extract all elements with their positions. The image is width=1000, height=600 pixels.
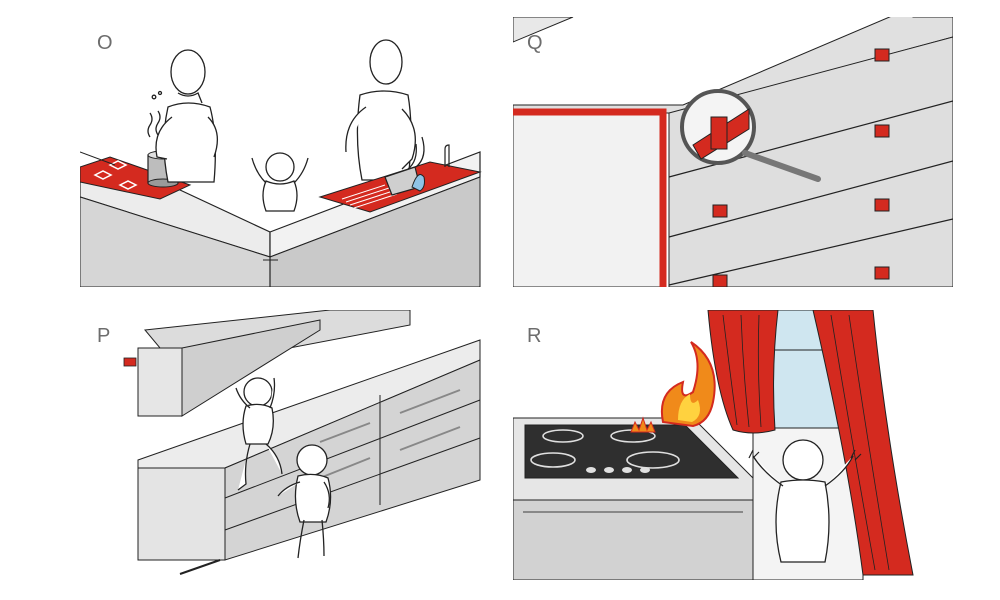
- panel-o-hot-stove-scene: [80, 17, 520, 287]
- child-figure-at-window: [748, 439, 862, 563]
- red-hot-hob-left: [80, 156, 192, 200]
- faucet-icon: [444, 144, 450, 167]
- child-figure-center: [251, 152, 309, 212]
- red-safety-edge-trim: [513, 108, 667, 287]
- base-cabinet-front: [224, 359, 481, 561]
- fire-flame-icon: [630, 341, 716, 433]
- drawer-handle-icons: [319, 389, 461, 479]
- burner-marks-icon: [93, 160, 138, 190]
- steam-icon: [147, 90, 163, 138]
- panel-r-illustration: [513, 310, 914, 580]
- control-knob-icons: [586, 467, 650, 473]
- panel-o-label: O: [97, 32, 113, 54]
- stove-glass-hob: [524, 424, 740, 479]
- panel-p-illustration: [123, 310, 481, 575]
- panel-q-label: Q: [527, 32, 543, 54]
- panel-r-label: R: [527, 325, 542, 347]
- panel-q-drawer-locks-scene: [513, 17, 953, 287]
- adult-figure-left: [155, 49, 219, 183]
- panel-p-label: P: [97, 325, 111, 347]
- wall-cabinet: [137, 347, 183, 417]
- panel-p-climbing-children-scene: [80, 310, 520, 580]
- oven-front: [513, 499, 754, 580]
- adult-figure-right: [345, 39, 416, 181]
- magnifier-handle-icon: [742, 150, 821, 182]
- panel-o-illustration: [80, 39, 482, 287]
- counter-left-front: [80, 196, 271, 287]
- cabinet-door-left: [513, 112, 666, 287]
- panel-q-illustration: [513, 17, 953, 287]
- drawer-divider-lines: [224, 395, 481, 531]
- child-figure-standing: [277, 444, 332, 559]
- curtain-right: [812, 310, 914, 576]
- steam-icon: [407, 136, 425, 170]
- wall-cabinet-lock-icon: [123, 357, 137, 367]
- grill-lines-icon: [341, 184, 398, 209]
- panel-r-curtain-fire-scene: [513, 310, 953, 580]
- base-cabinet-side: [137, 467, 226, 561]
- drawer-lock-icons: [712, 48, 890, 287]
- curtain-left: [707, 310, 779, 434]
- water-splash-icon: [411, 174, 425, 192]
- child-figure-climbing: [235, 377, 283, 491]
